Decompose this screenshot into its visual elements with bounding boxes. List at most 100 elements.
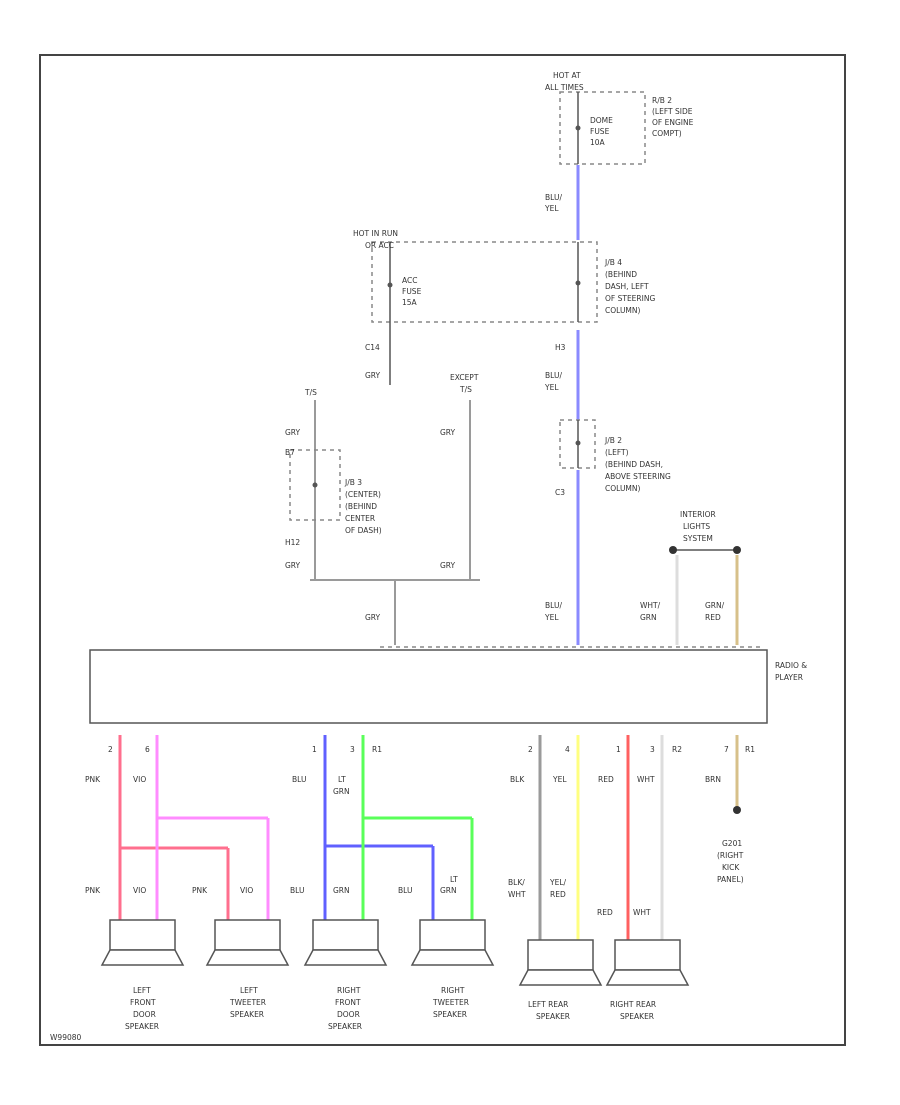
ts-label: T/S <box>304 388 317 397</box>
wire-label: PNK <box>192 886 208 895</box>
wire-label: YEL <box>544 383 559 392</box>
hot-in-run-label: HOT IN RUN <box>353 229 398 238</box>
speaker-label: SPEAKER <box>328 1022 362 1031</box>
speaker-icon <box>605 939 690 986</box>
hot-at-label: HOT AT <box>553 71 581 80</box>
wire-label: WHT <box>633 908 651 917</box>
connector-label: C3 <box>555 488 565 497</box>
jb2-node <box>575 440 581 446</box>
rb2-box <box>559 91 646 165</box>
pin-label: R1 <box>372 745 382 754</box>
speaker-label: LEFT REAR <box>528 1000 568 1009</box>
interior-node-right <box>733 546 741 554</box>
wire-label: BRN <box>705 775 721 784</box>
speaker-label: TWEETER <box>229 998 266 1007</box>
dome-fuse-node <box>575 125 581 131</box>
wire-label: RED <box>705 613 721 622</box>
jb3-box <box>289 449 341 521</box>
jb4-label-5: COLUMN) <box>605 306 641 315</box>
wire-label: GRY <box>440 428 456 437</box>
acc-fuse-label-2: FUSE <box>402 287 422 296</box>
wire-label: BLK/ <box>508 878 525 887</box>
wire-label: GRY <box>285 428 301 437</box>
wire-label: RED <box>598 775 614 784</box>
except-label-2: T/S <box>459 385 472 394</box>
jb2-label: J/B 2 <box>604 436 622 445</box>
wire-label: BLU <box>292 775 306 784</box>
pin-label: 6 <box>145 745 150 754</box>
jb4-label: J/B 4 <box>604 258 622 267</box>
jb2-label-4: ABOVE STEERING <box>605 472 671 481</box>
speaker-label: DOOR <box>337 1010 360 1019</box>
wire-label: WHT <box>508 890 526 899</box>
wire-label: GRY <box>365 371 381 380</box>
ground-label-3: KICK <box>722 863 740 872</box>
wire-label: VIO <box>133 775 146 784</box>
jb4-label-3: DASH, LEFT <box>605 282 649 291</box>
diagram-code: W99080 <box>50 1033 82 1042</box>
jb2-label-5: COLUMN) <box>605 484 641 493</box>
speaker-label: SPEAKER <box>230 1010 264 1019</box>
pin-label: 2 <box>108 745 113 754</box>
jb3-label-3: (BEHIND <box>345 502 377 511</box>
wire-label: GRN <box>440 886 457 895</box>
wire-label: PNK <box>85 775 101 784</box>
jb4-box <box>371 241 598 323</box>
jb4-label-2: (BEHIND <box>605 270 637 279</box>
or-acc-label: OR ACC <box>365 241 394 250</box>
speaker-label: SPEAKER <box>620 1012 654 1021</box>
wire-label: LT <box>338 775 346 784</box>
speaker-label: FRONT <box>335 998 361 1007</box>
rb2-label: R/B 2 <box>652 96 672 105</box>
dome-fuse-label: DOME <box>590 116 613 125</box>
wire-label: GRN <box>333 886 350 895</box>
jb3-label-4: CENTER <box>345 514 375 523</box>
speaker-label: TWEETER <box>432 998 469 1007</box>
ground-label-4: PANEL) <box>717 875 744 884</box>
interior-label-3: SYSTEM <box>683 534 713 543</box>
speaker-icon <box>518 939 603 986</box>
wire-label: BLU <box>398 886 412 895</box>
speaker-label: FRONT <box>130 998 156 1007</box>
wire-label: BLU/ <box>545 371 562 380</box>
speaker-icon <box>205 919 290 966</box>
interior-label-2: LIGHTS <box>683 522 710 531</box>
speaker-icon <box>100 919 185 966</box>
speaker-label: DOOR <box>133 1010 156 1019</box>
jb3-node <box>312 482 318 488</box>
wire-label: GRY <box>365 613 381 622</box>
jb4-node <box>575 280 581 286</box>
wire-label: VIO <box>133 886 146 895</box>
jb3-label-2: (CENTER) <box>345 490 381 499</box>
wire-label: RED <box>597 908 613 917</box>
pin-label: 1 <box>312 745 317 754</box>
wire-label: RED <box>550 890 566 899</box>
ground-label: G201 <box>722 839 742 848</box>
pin-label: 3 <box>350 745 355 754</box>
diagram-frame <box>39 54 846 1046</box>
wire-label: VIO <box>240 886 253 895</box>
speaker-wires <box>118 735 741 940</box>
wire-label: PNK <box>85 886 101 895</box>
radio-box <box>89 649 768 724</box>
wire-label: YEL/ <box>549 878 566 887</box>
acc-fuse-node <box>387 282 393 288</box>
connector-label: H3 <box>555 343 566 352</box>
speaker-label: SPEAKER <box>536 1012 570 1021</box>
connector-label: C14 <box>365 343 380 352</box>
speaker-label: LEFT <box>133 986 151 995</box>
wire-label: GRN <box>640 613 657 622</box>
wire-label: GRN <box>333 787 350 796</box>
pin-label: 4 <box>565 745 570 754</box>
connector-label: H12 <box>285 538 300 547</box>
wire-label: WHT <box>637 775 655 784</box>
wire-label: YEL <box>544 613 559 622</box>
wire-label: BLU/ <box>545 601 562 610</box>
pin-label: 7 <box>724 745 729 754</box>
wire-label: BLU/ <box>545 193 562 202</box>
pin-label: 1 <box>616 745 621 754</box>
connector-label: B7 <box>285 448 295 457</box>
speaker-label: SPEAKER <box>125 1022 159 1031</box>
pin-label: R1 <box>745 745 755 754</box>
jb2-label-3: (BEHIND DASH, <box>605 460 663 469</box>
